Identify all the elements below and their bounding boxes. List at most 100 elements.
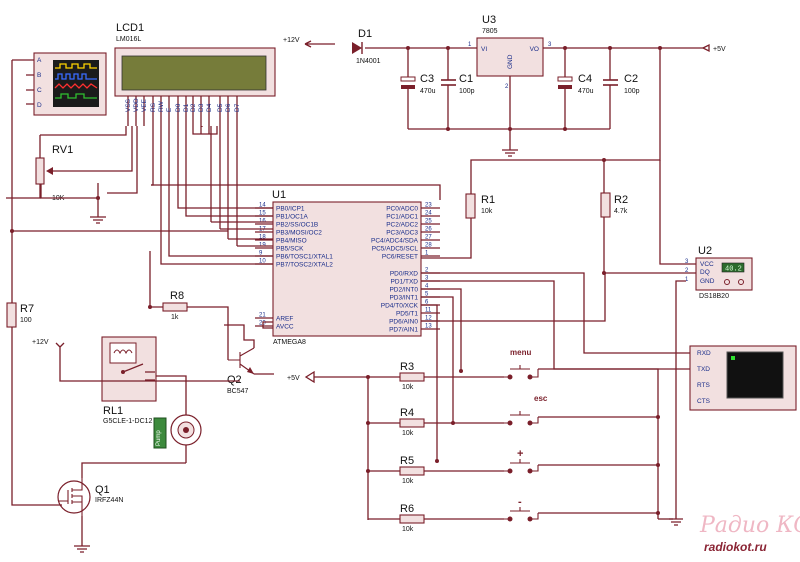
u2-temperature-sensor: U2 VCC DQ GND 40.2 DS18B20 3 2 1 xyxy=(685,245,753,300)
u1-pin-23: 23 xyxy=(425,203,432,209)
u1-pin-15: 15 xyxy=(259,211,266,217)
q2-transistor: Q2 BC547 xyxy=(227,347,255,395)
u1-pin-label: PC1/ADC1 xyxy=(386,214,418,221)
u3-ref: U3 xyxy=(482,14,496,26)
lcd-pin-d4: D4 xyxy=(206,103,213,112)
u2-vcc: VCC xyxy=(700,261,714,268)
u3-vo: VO xyxy=(530,46,539,53)
u1-pin-label: PB2/SS/OC1B xyxy=(276,222,318,229)
c2-value: 100p xyxy=(624,88,640,95)
osc-channel-b: B xyxy=(37,72,41,79)
r6-ref: R6 xyxy=(400,503,414,515)
c2-capacitor: C2 100p xyxy=(603,73,640,95)
lcd-pin-d5: D5 xyxy=(217,103,224,112)
u1-pin-5: 5 xyxy=(425,292,429,298)
u3-gnd: GND xyxy=(507,54,514,69)
minus-button[interactable] xyxy=(504,507,539,522)
u3-pin-in: 1 xyxy=(468,42,472,48)
c3-capacitor: C3 470u xyxy=(400,73,436,95)
oscilloscope: A B C D xyxy=(26,52,107,116)
d1-ref: D1 xyxy=(358,28,372,40)
lcd-pin-d1: D1 xyxy=(183,103,190,112)
u1-pin-label: PD6/AIN0 xyxy=(389,319,418,326)
lcd-ref: LCD1 xyxy=(116,22,144,34)
r7-resistor: R7 100 xyxy=(6,302,34,328)
lcd-pin-vee: VEE xyxy=(141,98,148,112)
c4-value: 470u xyxy=(578,88,594,95)
c1-capacitor: C1 100p xyxy=(441,73,475,95)
plus-button-label: + xyxy=(517,448,523,460)
c3-ref: C3 xyxy=(420,73,434,85)
u1-pin-10: 10 xyxy=(259,259,266,265)
u1-pin-label: PB5/SCK xyxy=(276,246,304,253)
u1-pin-label: PB1/OC1A xyxy=(276,214,308,221)
u1-pin-3: 3 xyxy=(425,276,429,282)
lcd-pin-rw: RW xyxy=(158,100,165,112)
u1-pin-4: 4 xyxy=(425,284,429,290)
lcd-pin-d0: D0 xyxy=(175,103,182,112)
osc-channel-d: D xyxy=(37,102,42,109)
c4-ref: C4 xyxy=(578,73,592,85)
u1-pin-21: 21 xyxy=(259,313,266,319)
u3-pin-out: 3 xyxy=(548,42,552,48)
lcd-pin-vdd: VDD xyxy=(133,98,140,112)
lcd-pin-e: E xyxy=(166,107,173,112)
net-12v-relay: +12V xyxy=(32,339,49,346)
u1-pin-label: PC5/ADC5/SCL xyxy=(372,246,419,253)
u1-part: ATMEGA8 xyxy=(273,339,306,346)
lcd-pin-d3: D3 xyxy=(198,103,205,112)
r6-resistor xyxy=(399,514,425,524)
u3-vi: VI xyxy=(481,46,487,53)
r7-ref: R7 xyxy=(20,303,34,315)
lcd-pin-rs: RS xyxy=(150,102,157,112)
u1-pin-label: PC4/ADC4/SDA xyxy=(371,238,419,245)
rv1-ref: RV1 xyxy=(52,144,73,156)
menu-button[interactable] xyxy=(504,365,539,380)
osc-channel-a: A xyxy=(37,57,42,64)
r5-resistor xyxy=(399,466,425,476)
net-5v-buttons: +5V xyxy=(287,375,300,382)
u1-pin-26: 26 xyxy=(425,227,432,233)
u1-pin-label: PD5/T1 xyxy=(396,311,418,318)
u2-ref: U2 xyxy=(698,245,712,257)
u1-pin-label: PC3/ADC3 xyxy=(386,230,418,237)
u2-pin-vcc: 3 xyxy=(685,259,689,265)
lcd-pin-d7: D7 xyxy=(234,103,241,112)
osc-channel-c: C xyxy=(37,87,42,94)
r4-value: 10k xyxy=(402,430,414,437)
r1-ref: R1 xyxy=(481,194,495,206)
menu-button-label: menu xyxy=(510,348,531,357)
u1-pin-25: 25 xyxy=(425,219,432,225)
lcd-pin-d2: D2 xyxy=(190,103,197,112)
plus-button[interactable] xyxy=(504,459,539,474)
u2-display: 40.2 xyxy=(725,266,742,274)
esc-button-label: esc xyxy=(534,394,548,403)
lcd-part: LM016L xyxy=(116,36,141,43)
u1-pin-1: 1 xyxy=(425,251,429,257)
r5-value: 10k xyxy=(402,478,414,485)
r3-value: 10k xyxy=(402,384,414,391)
u1-pin-label: PD4/T0/XCK xyxy=(381,303,419,310)
net-12v-top: +12V xyxy=(283,37,300,44)
u2-pin-dq: 2 xyxy=(685,268,689,274)
u2-dq: DQ xyxy=(700,269,710,276)
r8-value: 1k xyxy=(171,314,179,321)
u1-pin-label: PD1/TXD xyxy=(391,279,419,286)
c3-value: 470u xyxy=(420,88,436,95)
r7-value: 100 xyxy=(20,317,32,324)
q1-mosfet: Q1 IRFZ44N xyxy=(57,462,186,553)
r2-value: 4.7k xyxy=(614,208,628,215)
wiring xyxy=(6,48,696,526)
u1-ref: U1 xyxy=(272,189,286,201)
u3-part: 7805 xyxy=(482,28,498,35)
junctions xyxy=(96,46,662,515)
u1-pin-label: AREF xyxy=(276,316,293,323)
rl1-relay: +12V RL1 G5CLE-1-DC12 xyxy=(32,336,157,425)
u1-pin-label: PD0/RXD xyxy=(390,271,418,278)
u1-pin-label: PB4/MISO xyxy=(276,238,307,245)
r3-ref: R3 xyxy=(400,361,414,373)
rl1-part: G5CLE-1-DC12 xyxy=(103,418,153,425)
esc-button[interactable] xyxy=(504,411,539,426)
